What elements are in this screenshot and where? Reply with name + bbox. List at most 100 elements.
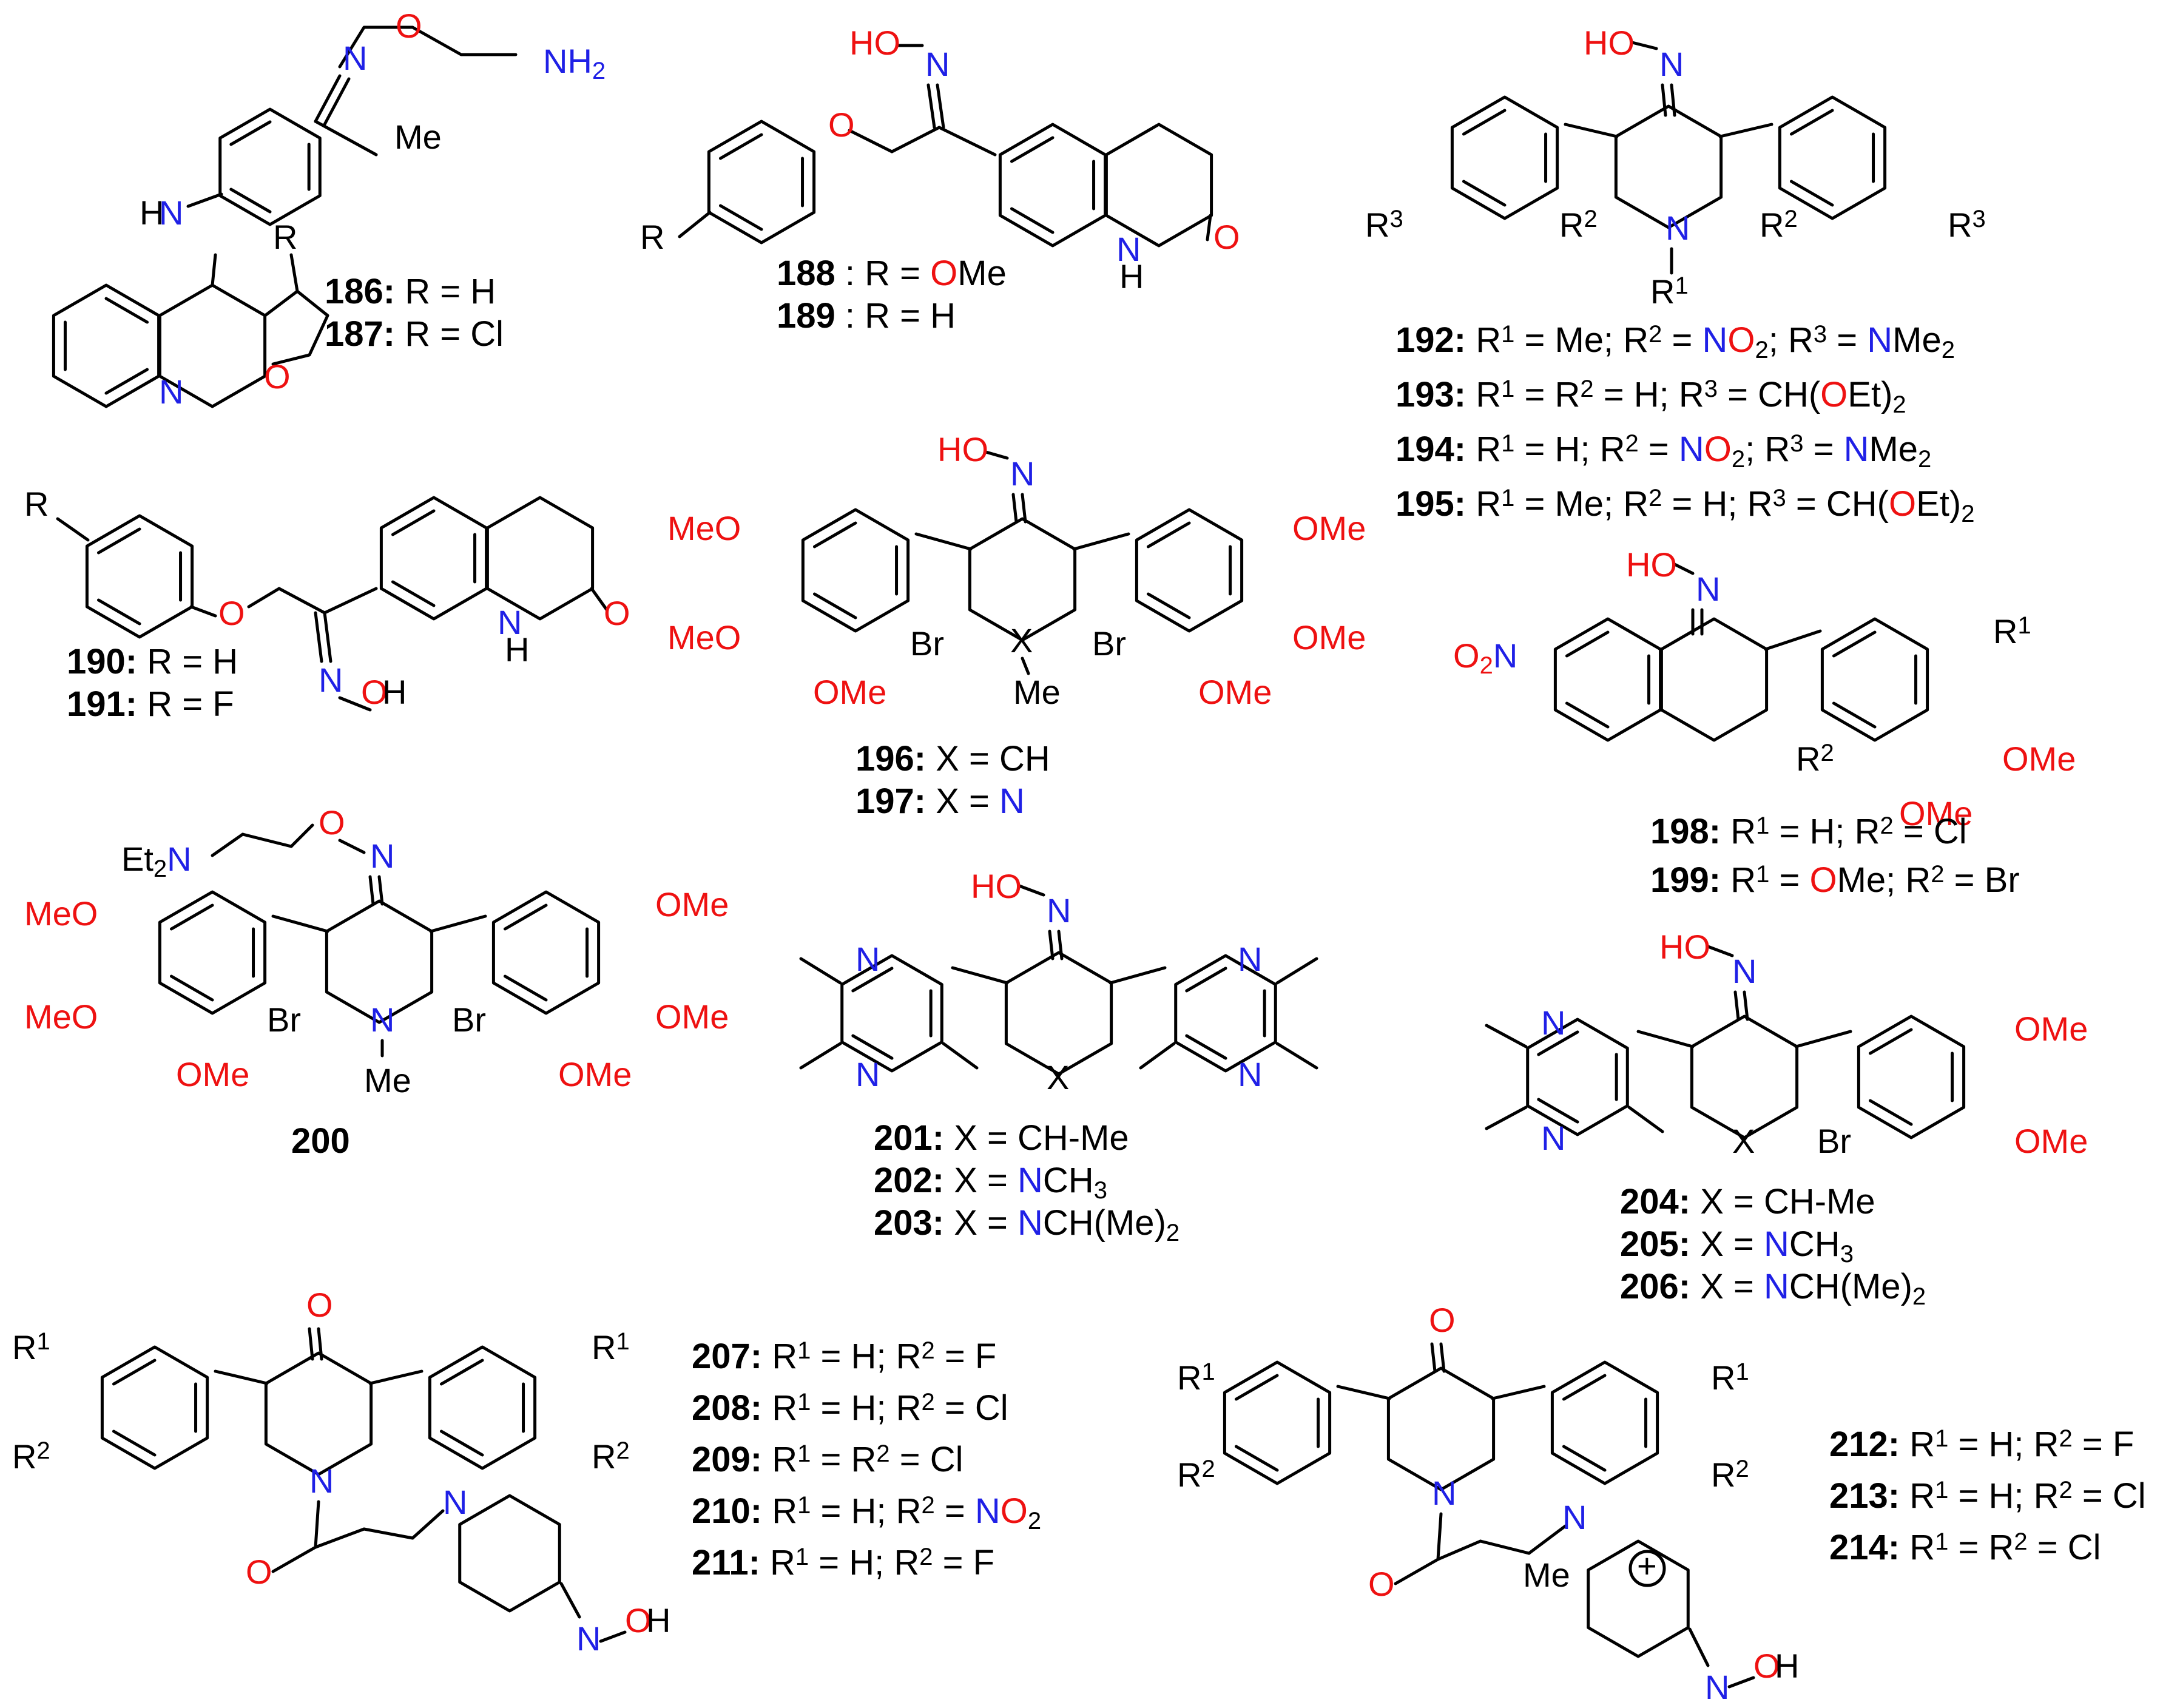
bond (1109, 966, 1167, 985)
caption-214: 214: R1 = R2 = Cl (1829, 1528, 2101, 1567)
bond (429, 914, 487, 933)
ether-o: O (218, 594, 245, 632)
r2-left: R2 (12, 1437, 50, 1476)
carbonyl-o: O (604, 594, 630, 632)
pip-n: N (370, 1001, 394, 1039)
oxime-n: N (1047, 891, 1071, 930)
pip-n: N (1432, 1474, 1456, 1512)
pz-n2: N (855, 1055, 880, 1093)
x-atom: X (1047, 1058, 1069, 1096)
bond (1011, 493, 1018, 524)
oxime-n: N (1696, 570, 1720, 608)
ring (218, 107, 322, 226)
caption-206: 206: X = NCH(Me)2 (1620, 1267, 1926, 1310)
caption-188: 188 : R = OMe (777, 254, 1007, 293)
r2-left: R2 (1177, 1456, 1215, 1494)
r1: R1 (1993, 612, 2031, 650)
bond (1627, 1105, 1664, 1133)
bond (323, 587, 378, 615)
ring (1526, 1018, 1629, 1136)
bond (1021, 493, 1027, 524)
caption-198: 198: R1 = H; R2 = Cl (1650, 812, 1967, 851)
oxime-n: N (370, 837, 394, 875)
bond (718, 204, 763, 231)
bond-path (263, 289, 329, 366)
ome-a: OMe (2014, 1010, 2088, 1048)
bond (411, 1509, 445, 1540)
br-left: Br (910, 624, 944, 663)
r-sub: R (273, 218, 297, 256)
carbonyl-o: O (306, 1286, 333, 1324)
ring (100, 1345, 209, 1470)
hydroxyl: HO (1626, 545, 1677, 584)
h: H (140, 194, 164, 232)
bond (211, 832, 245, 857)
bond (1462, 180, 1507, 207)
oh-h: H (382, 673, 407, 711)
bond (1436, 1512, 1443, 1561)
bond (169, 974, 214, 1002)
bond (439, 1359, 484, 1386)
hydroxyl: HO (971, 867, 1022, 905)
caption-187: 187: R = Cl (325, 314, 504, 354)
positive-charge-icon (1628, 1550, 1666, 1587)
bond (503, 974, 548, 1002)
ring (485, 496, 595, 621)
caption-207: 207: R1 = H; R2 = F (692, 1337, 996, 1376)
r2-left: R2 (1559, 206, 1598, 244)
bond (229, 120, 272, 146)
ring (801, 508, 910, 633)
bond (1688, 1627, 1710, 1667)
r2-right: R2 (592, 1437, 630, 1476)
caption-189: 189 : R = H (777, 296, 956, 336)
furan-o: O (264, 357, 291, 396)
ring (491, 890, 601, 1015)
bond (1048, 930, 1055, 960)
bond (186, 192, 223, 208)
oh-o: O (625, 1601, 652, 1639)
bond (1764, 629, 1822, 651)
bond (362, 1527, 414, 1540)
caption-186: 186: R = H (325, 272, 496, 311)
ring (1659, 617, 1769, 742)
methyl: Me (364, 1061, 411, 1099)
caption-194: 194: R1 = H; R2 = NO2; R3 = NMe2 (1395, 430, 1931, 473)
ether-o: O (319, 803, 345, 842)
bond (1336, 1385, 1391, 1400)
bond (96, 527, 141, 555)
r1-right: R1 (1711, 1359, 1749, 1397)
bond (1673, 562, 1695, 575)
br: Br (1817, 1122, 1851, 1160)
bond (1562, 1374, 1607, 1401)
bond (1564, 123, 1619, 138)
caption-197: 197: X = N (855, 781, 1025, 821)
bond (1185, 967, 1227, 993)
ome-6: OMe (558, 1055, 632, 1093)
caption-203: 203: X = NCH(Me)2 (874, 1203, 1179, 1246)
r-sub: R (640, 218, 664, 256)
caption-199: 199: R1 = OMe; R2 = Br (1650, 860, 2020, 900)
bond (851, 1034, 894, 1060)
hydroxyl: HO (1659, 928, 1710, 966)
bond (1565, 701, 1610, 729)
ring (1223, 1360, 1332, 1485)
bond (1206, 214, 1212, 241)
quinoline-n: N (159, 373, 183, 411)
bond (936, 83, 945, 129)
meo-2: MeO (667, 618, 741, 657)
bond (599, 1630, 627, 1643)
br-right: Br (1092, 624, 1126, 663)
bond-path (338, 25, 414, 69)
meo-1: MeO (24, 894, 98, 933)
ome-4: OMe (655, 885, 729, 923)
r3-right: R3 (1948, 206, 1986, 244)
oxime-n: N (925, 45, 950, 83)
bond (189, 605, 217, 618)
bond (368, 1369, 424, 1385)
bond (323, 77, 351, 126)
ring (1690, 1014, 1799, 1139)
bond (289, 823, 314, 848)
bond (799, 1042, 842, 1070)
ring (264, 1351, 373, 1476)
